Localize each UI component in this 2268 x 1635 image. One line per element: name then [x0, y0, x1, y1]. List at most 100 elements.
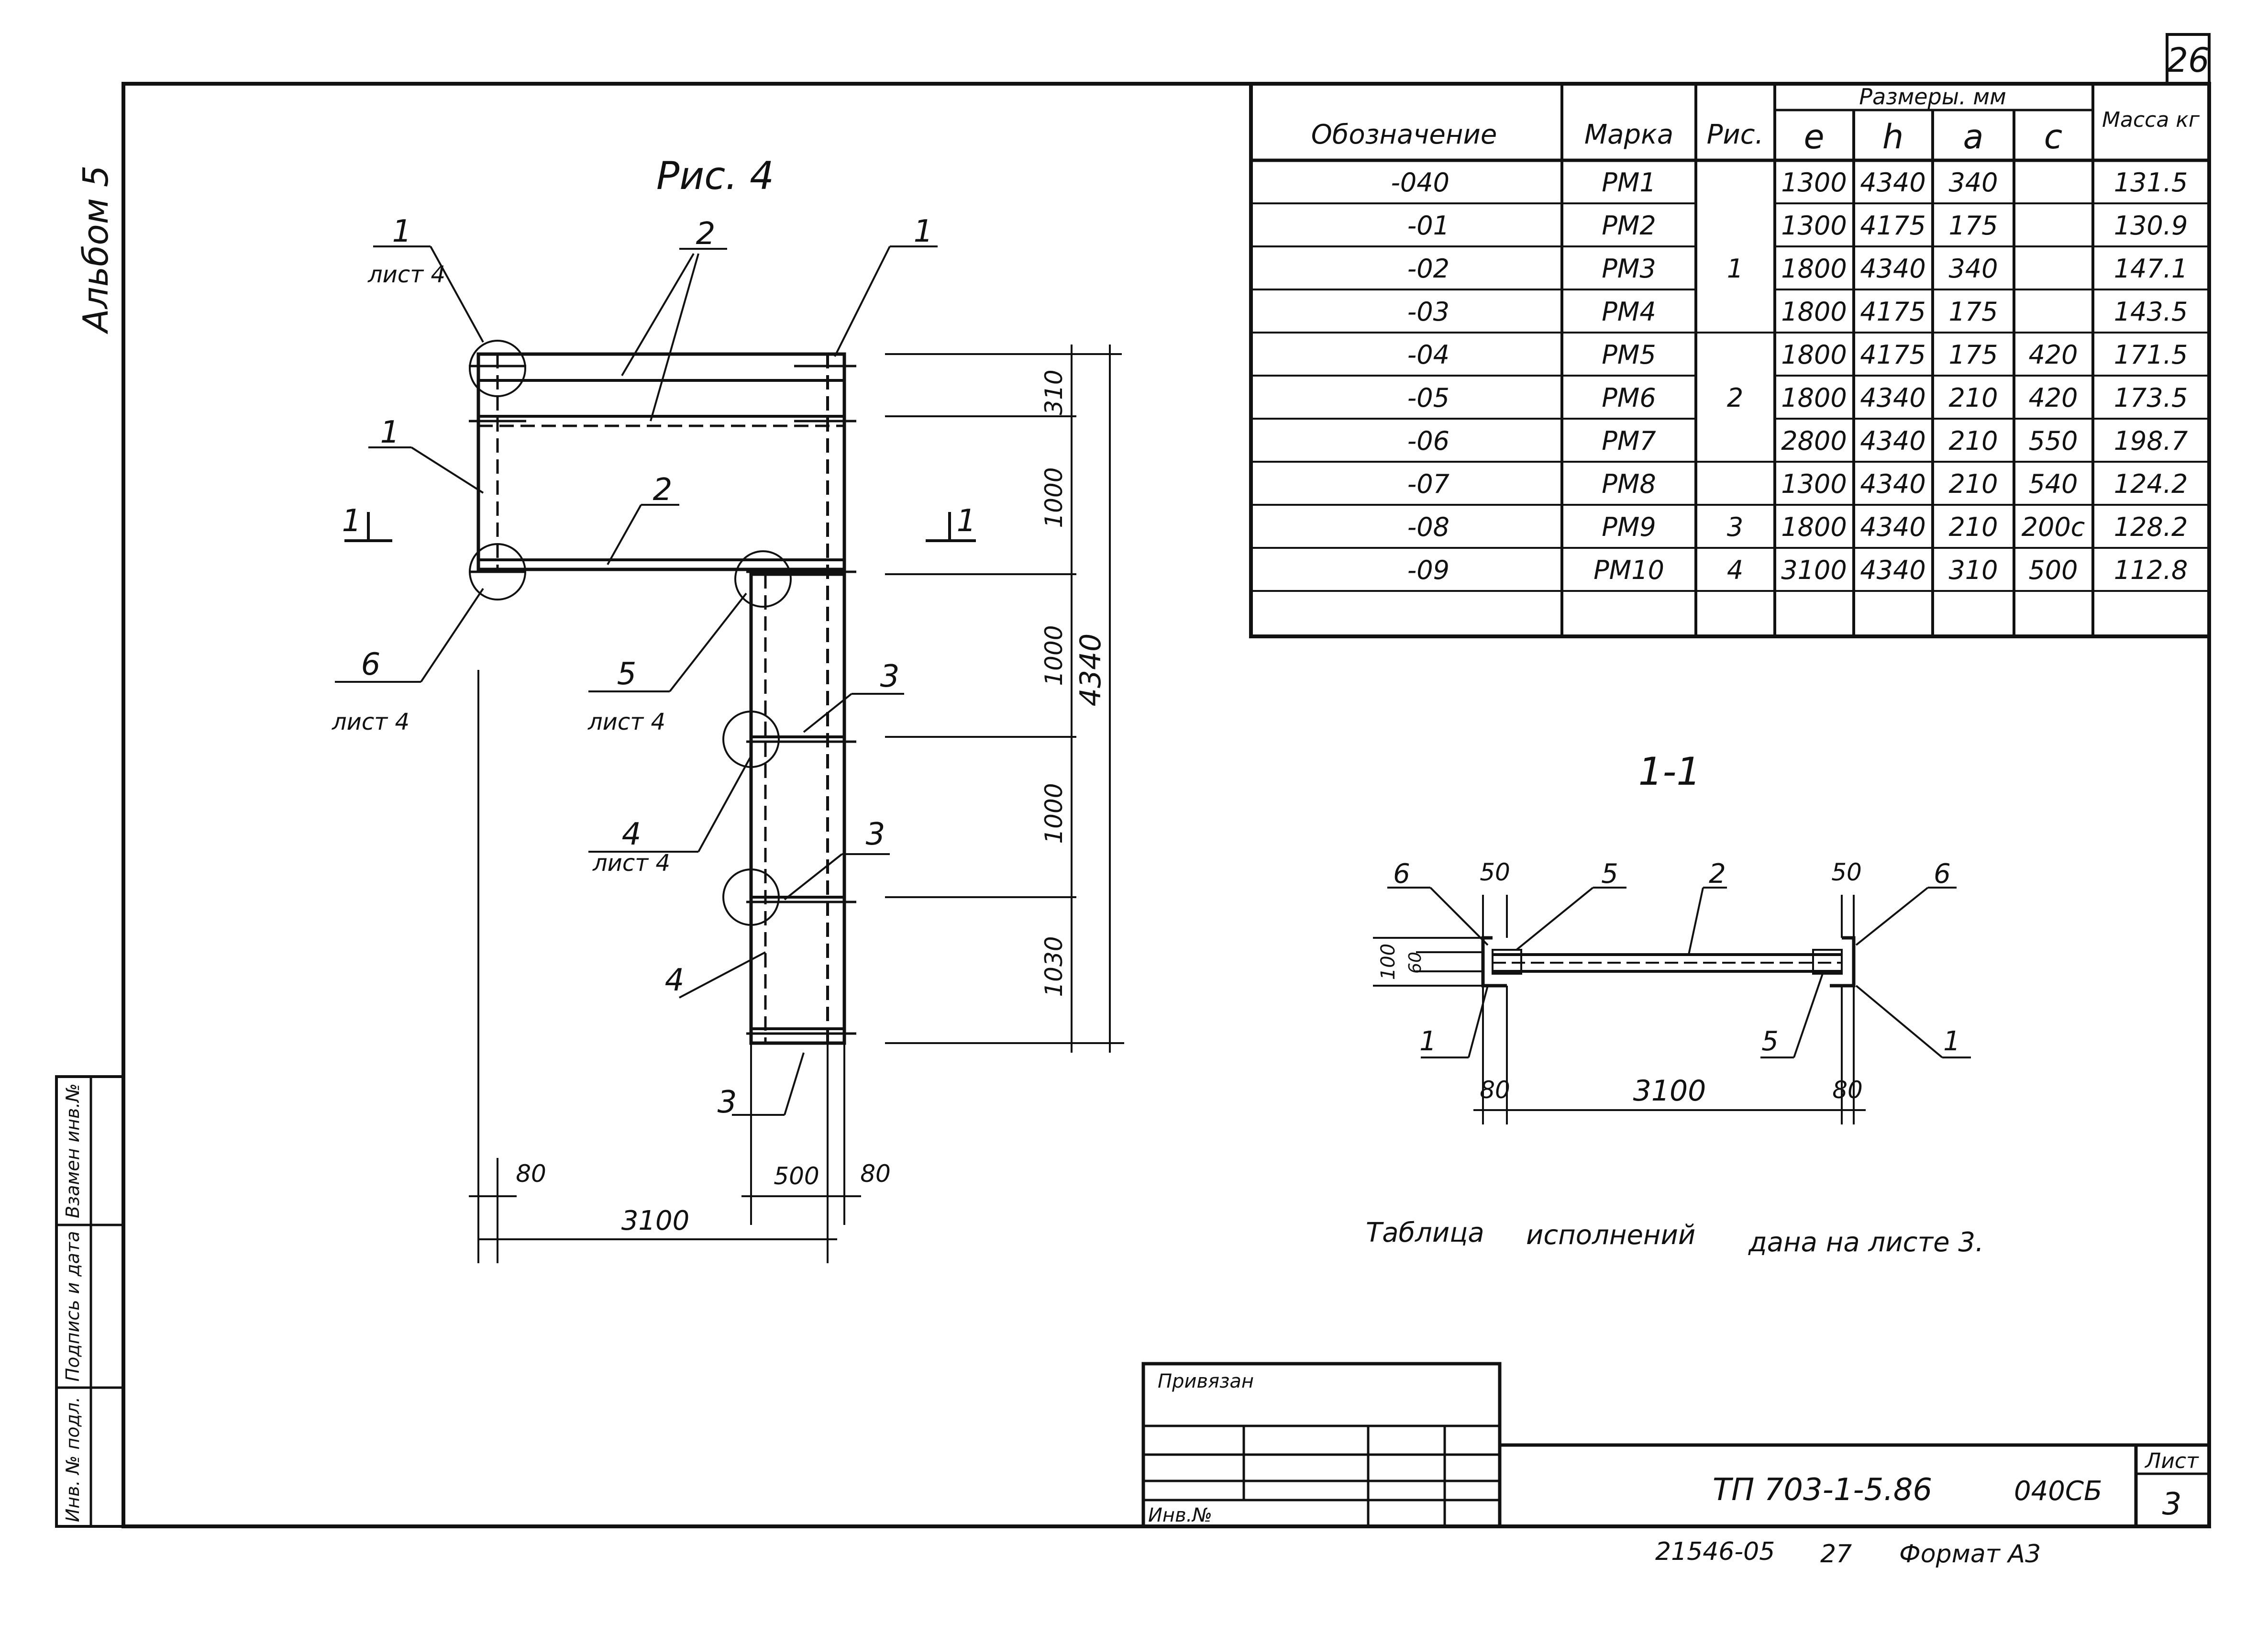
sec-2: 2 [1709, 858, 1726, 890]
table-cell-a: 340 [1948, 167, 1998, 198]
section-mark-right: 1 [957, 503, 976, 539]
album-label: Альбом 5 [76, 165, 116, 334]
table-cell-c: 200c [2022, 512, 2085, 542]
table-cell-mark: РМ1 [1602, 167, 1656, 198]
section-drawing [1373, 887, 1971, 1124]
table-cell-designation: -06 [1407, 426, 1449, 456]
sec-50-left: 50 [1480, 858, 1510, 886]
table-cell-a: 210 [1948, 469, 1998, 499]
table-cell-l: 1800 [1781, 297, 1847, 327]
dim-1030: 1030 [1040, 936, 1068, 997]
table-cell-h: 4340 [1860, 469, 1925, 499]
sec-6-left: 6 [1393, 858, 1410, 890]
callout-6: 6 [361, 647, 381, 682]
table-cell-designation: -040 [1391, 167, 1449, 198]
stamp-doc-suffix: 040СБ [2014, 1476, 2102, 1507]
sheet-number-top: 26 [2167, 41, 2209, 80]
table-cell-designation: -08 [1407, 512, 1449, 542]
table-cell-mark: РМ7 [1602, 426, 1656, 456]
table-cell-fig: 4 [1727, 555, 1743, 585]
note-part1: Таблица [1366, 1217, 1484, 1248]
sec-50-right: 50 [1831, 858, 1862, 886]
table-cell-l: 3100 [1781, 555, 1847, 585]
callout-3-bottom: 3 [718, 1085, 737, 1120]
table-cell-h: 4175 [1860, 211, 1925, 241]
sec-6-right: 6 [1934, 858, 1951, 890]
table-cell-h: 4340 [1860, 383, 1925, 413]
title-block [1141, 1362, 2209, 1528]
footer-format: Формат А3 [1899, 1540, 2041, 1568]
dim-80-left: 80 [516, 1160, 546, 1188]
table-cell-mass: 173.5 [2114, 383, 2188, 413]
table-cell-mark: РМ5 [1602, 340, 1656, 370]
sec-100: 100 [1377, 944, 1399, 980]
sec-3100: 3100 [1633, 1074, 1706, 1108]
th-h: h [1882, 117, 1903, 156]
table-cell-l: 1800 [1781, 340, 1847, 370]
th-c: c [2044, 117, 2063, 156]
dim-1000-c: 1000 [1040, 783, 1068, 844]
section-title: 1-1 [1638, 749, 1701, 794]
table-cell-mark: РМ3 [1602, 254, 1656, 284]
figure-frame [335, 245, 1124, 1263]
table-cell-l: 1800 [1781, 383, 1847, 413]
table-cell-l: 1800 [1781, 254, 1847, 284]
sec-80-left: 80 [1480, 1076, 1510, 1104]
table-cell-fig: 1 [1727, 254, 1743, 284]
table-cell-h: 4340 [1860, 426, 1925, 456]
dim-4340: 4340 [1074, 634, 1107, 707]
table-cell-a: 340 [1948, 254, 1998, 284]
table-cell-mass: 131.5 [2114, 167, 2188, 198]
table-cell-designation: -09 [1407, 555, 1449, 585]
table-cell-h: 4340 [1860, 512, 1925, 542]
table-cell-mark: РМ2 [1602, 211, 1656, 241]
table-cell-a: 175 [1948, 340, 1998, 370]
callout-6-sub: лист 4 [332, 709, 409, 735]
table-cell-a: 210 [1948, 426, 1998, 456]
sec-5-bottom: 5 [1761, 1026, 1779, 1057]
sec-5-top: 5 [1601, 858, 1618, 890]
table-cell-l: 2800 [1781, 426, 1847, 456]
section-mark-left: 1 [342, 503, 362, 539]
callout-2-top: 2 [696, 216, 716, 252]
table-cell-h: 4340 [1860, 167, 1925, 198]
footer-archive-no: 21546-05 [1655, 1537, 1775, 1566]
th-a: a [1963, 117, 1984, 156]
callout-4-a: 4 [622, 817, 642, 852]
table-cell-mass: 147.1 [2114, 254, 2188, 284]
callout-1-top-left: 1 [392, 214, 412, 249]
stamp-doc-code: ТП 703-1-5.86 [1713, 1472, 1932, 1508]
note-part3: дана на листе 3. [1748, 1227, 1984, 1258]
table-cell-c: 550 [2028, 426, 2078, 456]
table-cell-mark: РМ6 [1602, 383, 1656, 413]
callout-4-a-sub: лист 4 [592, 850, 670, 877]
th-mass: Масса кг [2102, 108, 2200, 132]
table-cell-fig: 2 [1727, 383, 1743, 413]
callout-4-b: 4 [665, 963, 685, 998]
sec-60: 60 [1405, 952, 1425, 974]
th-designation: Обозначение [1311, 119, 1497, 150]
table-cell-designation: -02 [1407, 254, 1449, 284]
table-cell-mark: РМ4 [1602, 297, 1656, 327]
dim-3100: 3100 [621, 1205, 690, 1236]
table-cell-designation: -03 [1407, 297, 1449, 327]
table-cell-mass: 124.2 [2114, 469, 2188, 499]
side-inv-podl: Инв. № подл. [62, 1397, 83, 1522]
side-vzamen-inv: Взамен инв.№ [62, 1083, 83, 1218]
th-mark: Марка [1584, 119, 1673, 150]
dim-310: 310 [1040, 369, 1068, 415]
table-cell-a: 210 [1948, 383, 1998, 413]
table-cell-designation: -04 [1407, 340, 1449, 370]
table-cell-a: 175 [1948, 211, 1998, 241]
table-cell-h: 4340 [1860, 555, 1925, 585]
table-cell-c: 540 [2028, 469, 2078, 499]
stamp-list-value: 3 [2162, 1487, 2182, 1522]
side-podpis-data: Подпись и дата [62, 1231, 83, 1382]
table-cell-a: 310 [1948, 555, 1998, 585]
callout-5-sub: лист 4 [587, 709, 665, 735]
callout-3-a: 3 [880, 659, 900, 694]
footer-copy-no: 27 [1820, 1540, 1852, 1568]
callout-2-mid: 2 [653, 472, 673, 508]
